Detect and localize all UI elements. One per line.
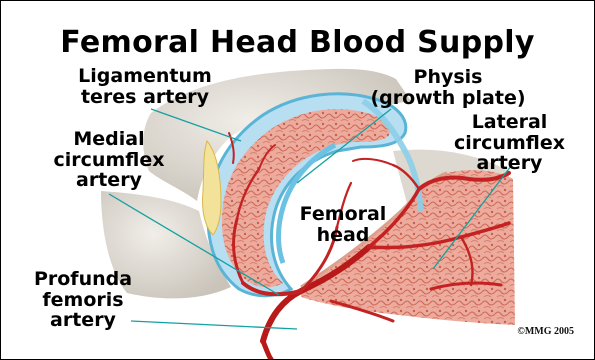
copyright-notice: ©MMG 2005 xyxy=(517,326,574,337)
label-lateral-circumflex-artery: Lateral circumflex artery xyxy=(437,112,582,174)
ligamentum-teres xyxy=(202,141,221,235)
diagram-title: Femoral Head Blood Supply xyxy=(1,27,594,59)
label-medial-circumflex-artery: Medial circumflex artery xyxy=(39,129,179,191)
label-ligamentum-teres-artery: Ligamentum teres artery xyxy=(61,66,229,107)
label-physis: Physis (growth plate) xyxy=(363,67,533,108)
label-profunda-femoris-artery: Profunda femoris artery xyxy=(13,269,153,331)
label-femoral-head: Femoral head xyxy=(283,204,403,245)
